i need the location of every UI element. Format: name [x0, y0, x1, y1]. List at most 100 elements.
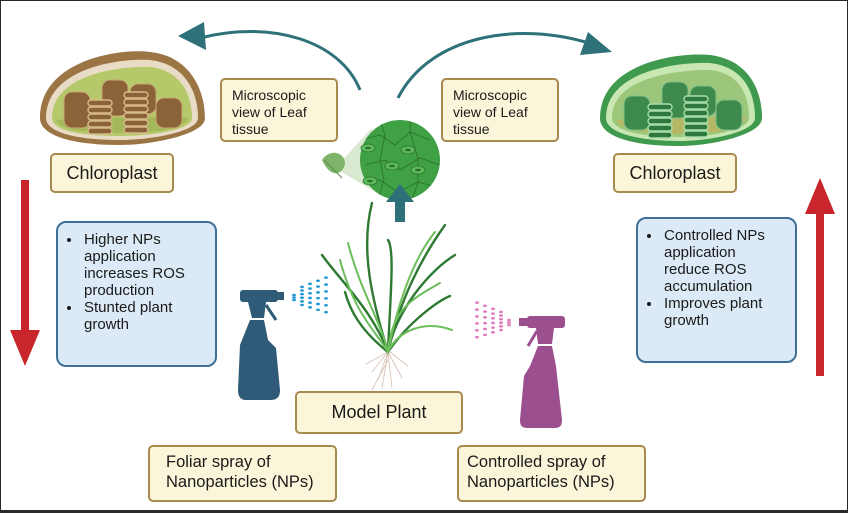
effect-item: Stunted plant growth — [82, 299, 211, 333]
spray-droplet — [308, 306, 312, 309]
spray-bottle-icon — [238, 290, 284, 400]
label-line: Nanoparticles (NPs) — [467, 473, 615, 491]
chloroplast-stressed-icon — [40, 51, 205, 145]
spray-droplet — [300, 289, 304, 292]
trend-arrow-down — [10, 180, 40, 366]
effect-line: reduce ROS — [664, 261, 747, 278]
spray-droplet — [308, 296, 312, 300]
curved-arrow-left — [178, 22, 362, 91]
label-line: tissue — [232, 121, 269, 137]
controlled-spray-label: Controlled spray of Nanoparticles (NPs) — [457, 445, 646, 502]
effect-line: increases ROS — [84, 265, 185, 282]
effect-line: accumulation — [664, 278, 753, 295]
spray-droplet — [475, 301, 479, 304]
spray-droplet — [316, 285, 320, 288]
chloroplast-label-text: Chloroplast — [66, 162, 158, 183]
effect-item: Improves plant growth — [662, 295, 791, 329]
spray-droplet — [499, 328, 503, 332]
spray-droplet — [300, 303, 304, 307]
spray-droplet — [483, 321, 487, 325]
microscopic-view-label-right: Microscopic view of Leaf tissue — [441, 78, 559, 142]
effects-box-high-dose: Higher NPs application increases ROS pro… — [56, 221, 217, 367]
model-plant-text: Model Plant — [331, 402, 427, 422]
spray-droplet — [316, 279, 320, 283]
label-line: Nanoparticles (NPs) — [166, 473, 314, 491]
spray-droplet — [483, 310, 487, 313]
foliar-spray-label: Foliar spray of Nanoparticles (NPs) — [148, 445, 337, 502]
label-line: Controlled spray of — [467, 453, 606, 471]
spray-droplet — [475, 335, 479, 339]
spray-droplet — [499, 314, 503, 317]
model-plant-label: Model Plant — [295, 391, 463, 434]
spray-droplet — [300, 285, 304, 289]
spray-droplet — [507, 323, 511, 327]
spray-mist — [475, 301, 511, 339]
spray-droplet — [316, 291, 320, 294]
effect-line: Improves plant — [664, 295, 763, 312]
spray-droplet — [507, 318, 511, 322]
spray-droplet — [324, 276, 328, 279]
effect-line: Controlled NPs — [664, 227, 765, 244]
spray-droplet — [483, 316, 487, 319]
chloroplast-label-left: Chloroplast — [50, 153, 174, 193]
arrow-up-to-tissue — [386, 184, 414, 222]
leaf-tissue-micrograph-icon — [322, 120, 440, 200]
chloroplast-label-right: Chloroplast — [613, 153, 737, 193]
spray-droplet — [316, 296, 320, 300]
spray-droplet — [300, 292, 304, 296]
spray-droplet — [491, 321, 495, 325]
spray-droplet — [292, 298, 296, 302]
spray-droplet — [475, 322, 479, 325]
spray-droplet — [499, 325, 503, 328]
spray-droplet — [324, 310, 328, 314]
effect-line: application — [664, 244, 736, 261]
spray-droplet — [483, 327, 487, 331]
spray-droplet — [300, 300, 304, 303]
spray-droplet — [491, 331, 495, 334]
spray-droplet — [308, 282, 312, 286]
spray-droplet — [483, 304, 487, 308]
effect-item: Higher NPs application increases ROS pro… — [82, 231, 211, 299]
spray-droplet — [308, 291, 312, 295]
spray-droplet — [324, 297, 328, 300]
spray-droplet — [491, 307, 495, 311]
spray-droplet — [475, 328, 479, 332]
curved-arrow-right — [396, 32, 612, 99]
spray-droplet — [324, 303, 328, 307]
label-line: tissue — [453, 121, 490, 137]
microscopic-view-label-left: Microscopic view of Leaf tissue — [220, 78, 338, 142]
spray-droplet — [316, 308, 320, 312]
effect-line: growth — [664, 312, 710, 329]
label-line: view of Leaf — [453, 104, 528, 120]
effect-line: Stunted plant — [84, 299, 173, 316]
effect-line: growth — [84, 316, 130, 333]
chloroplast-label-text: Chloroplast — [629, 162, 721, 183]
effect-line: Higher NPs — [84, 231, 161, 248]
spray-mist — [292, 276, 328, 314]
effects-box-controlled-dose: Controlled NPs application reduce ROS ac… — [636, 217, 797, 363]
spray-droplet — [499, 321, 503, 325]
chloroplast-healthy-icon — [600, 54, 762, 146]
spray-droplet — [491, 326, 495, 329]
label-line: view of Leaf — [232, 104, 307, 120]
spray-droplet — [507, 321, 511, 324]
effect-line: production — [84, 282, 155, 299]
spray-droplet — [324, 290, 328, 293]
spray-droplet — [499, 310, 503, 314]
spray-droplet — [491, 316, 495, 320]
spray-droplet — [316, 302, 320, 306]
label-line: Microscopic — [453, 87, 527, 103]
effect-item: Controlled NPs application reduce ROS ac… — [662, 227, 791, 295]
effect-line: application — [84, 248, 156, 265]
trend-arrow-up — [805, 178, 835, 376]
effects-list: Controlled NPs application reduce ROS ac… — [646, 227, 791, 329]
spray-droplet — [308, 287, 312, 290]
spray-droplet — [308, 301, 312, 304]
effects-list: Higher NPs application increases ROS pro… — [66, 231, 211, 333]
spray-droplet — [300, 296, 304, 300]
spray-droplet — [475, 308, 479, 311]
spray-droplet — [499, 317, 503, 321]
spray-droplet — [491, 312, 495, 315]
spray-droplet — [475, 315, 479, 318]
